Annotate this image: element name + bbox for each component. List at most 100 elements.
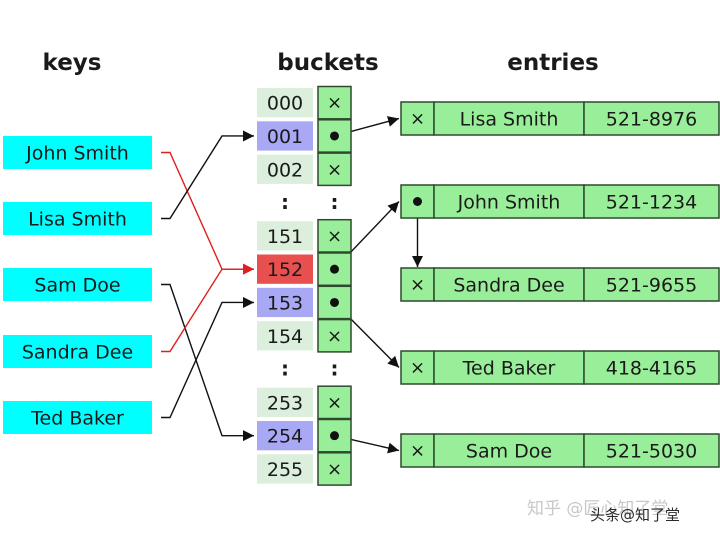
key-item: Sandra Dee [3,335,152,368]
bucket-index-box [257,321,313,351]
entry-phone-cell [583,267,720,302]
bucket-index-box [257,287,313,318]
key-label: Sam Doe [34,275,120,297]
key-item: John Smith [3,136,152,169]
entry-phone: 521-5030 [606,441,697,463]
bucket-index: 001 [267,126,303,148]
null-pointer-icon: × [327,459,342,480]
bucket-index-box [257,154,313,184]
entry-row: × Ted Baker 418-4165 [400,350,720,385]
bucket-index: 253 [267,392,303,414]
null-pointer-icon: × [327,93,342,114]
entry-name: John Smith [457,192,561,214]
null-pointer-icon: × [327,326,342,347]
bucket-index-box [257,254,313,284]
entry-name-cell [433,350,585,385]
bucket-index: 000 [267,93,303,115]
null-pointer-icon: × [410,441,425,462]
bucket-pointer-cell [317,385,352,420]
key-label: Ted Baker [30,408,124,430]
key-item: Ted Baker [3,401,152,434]
entry-next-cell [400,101,435,136]
entry-row: × Sandra Dee 521-9655 [400,267,720,302]
key-label: Lisa Smith [28,209,127,231]
pointer-dot-icon [330,264,339,274]
key-label: Sandra Dee [22,342,133,364]
pointer-dot-icon [413,197,422,206]
bucket-index-box [257,421,313,451]
entry-phone-cell [583,101,720,136]
entry-row: × Sam Doe 521-5030 [400,433,720,468]
pointer-dot-icon [330,131,339,141]
null-pointer-icon: × [410,275,425,296]
bucket-index: 153 [267,292,303,314]
entry-next-cell [400,267,435,302]
entry-name-cell [433,267,585,302]
entry-phone: 521-9655 [606,275,697,297]
pointer-dot-icon [330,297,339,307]
bucket-index-box [257,221,313,251]
bucket-pointer-cell [317,85,352,120]
bucket-row: 152 [257,252,352,287]
entry-phone-cell [583,184,720,219]
bucket-row: 001 [257,119,352,153]
bucket-row: 153 [257,285,352,320]
bucket-row: 253 × [257,385,352,420]
gap-dots: : [331,190,339,214]
bucket-pointer-cell [317,452,352,486]
bucket-row: 151× [257,218,352,253]
entry-phone: 521-8976 [606,109,697,131]
bucket-index-box [257,387,313,417]
bucket-index: 254 [267,426,303,448]
entry-name: Sam Doe [466,441,552,463]
key-box [3,401,152,434]
entry-next-cell [400,433,435,468]
bucket-pointer-cell [317,318,352,353]
entry-name: Sandra Dee [453,275,564,297]
bucket-index-box [257,121,313,151]
key-box [3,202,152,235]
key-label: John Smith [25,143,129,165]
collision-arrow [161,263,254,353]
entry-phone-cell [583,350,720,385]
null-pointer-icon: × [410,358,425,379]
hash-arrow [161,283,254,442]
entry-phone: 418-4165 [606,358,697,380]
bucket-row: 002 × [257,152,352,187]
entries-header: entries [507,50,598,76]
bucket-index: 002 [267,159,303,181]
keys-header: keys [43,50,102,76]
bucket-index-box [257,88,313,118]
bucket-pointer-cell [317,218,352,253]
bucket-gap: :: [281,190,339,214]
gap-dots: : [281,190,289,214]
watermark-ghost: 知乎 @匠心知了堂 [527,499,668,519]
bucket-gap: :: [281,356,339,380]
bucket-row: 254 [257,418,352,453]
key-box [3,268,152,301]
bucket-row: 154 × [257,318,352,353]
hash-arrow [161,130,254,220]
hash-arrow [161,296,254,419]
bucket-index: 255 [267,459,303,481]
entry-name: Lisa Smith [460,109,559,131]
bucket-pointer-cell [317,152,352,187]
entry-name: Ted Baker [462,358,556,380]
key-item: Lisa Smith [3,202,152,235]
key-box [3,136,152,169]
bucket-index: 151 [267,226,303,248]
null-pointer-icon: × [327,392,342,413]
bucket-index-box [257,454,313,484]
key-box [3,335,152,368]
gap-dots: : [331,356,339,380]
entry-name-cell [433,101,585,136]
bucket-index: 154 [267,326,303,348]
bucket-row: 255 × [257,452,352,486]
watermark-main: 头条@知了堂 [590,506,680,524]
null-pointer-icon: × [327,159,342,180]
bucket-row: 000 × [257,85,352,120]
